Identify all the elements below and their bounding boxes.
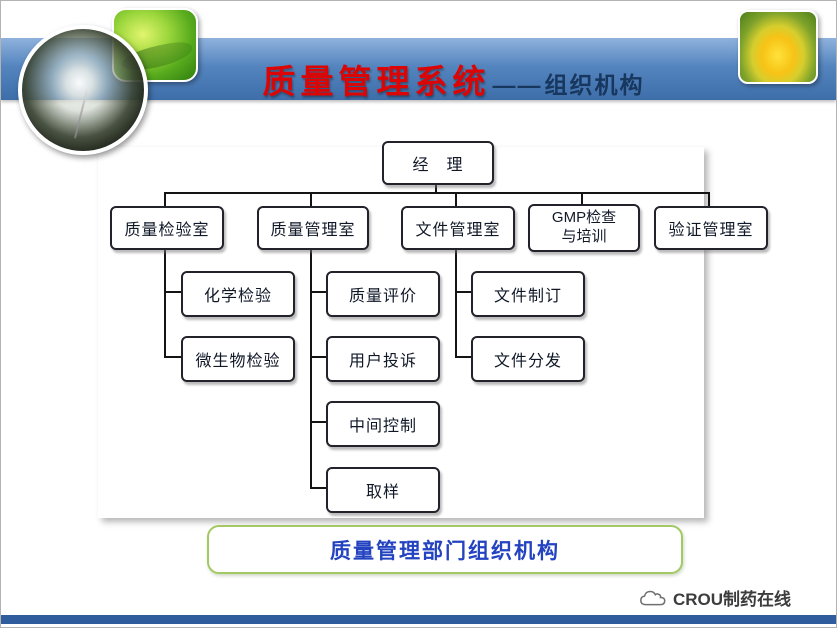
connector-line [164,246,166,358]
connector-line [455,192,457,206]
org-box-microbiology-inspection: 微生物检验 [181,336,295,382]
watermark: CROU制药在线 [638,585,791,610]
title-sub: 组织机构 [544,72,645,98]
connector-line [310,421,326,423]
connector-line [164,291,181,293]
connector-line [164,192,710,194]
org-box-document-distribution: 文件分发 [471,336,585,382]
title-dash: —— [492,72,543,98]
connector-line [164,192,166,206]
org-box-gmp-inspection-training: GMP检查 与培训 [528,204,640,252]
caption-text: 质量管理部门组织机构 [330,539,560,563]
slide-title: 质量管理系统 —— 组织机构 [1,55,836,103]
connector-line [310,291,326,293]
org-box-chemical-inspection: 化学检验 [181,271,295,317]
chart-panel [98,147,704,518]
connector-line [310,192,312,206]
connector-line [435,181,437,193]
connector-line [310,487,326,489]
org-box-quality-inspection-room: 质量检验室 [110,206,224,250]
caption-box: 质量管理部门组织机构 [207,525,683,574]
connector-line [455,291,471,293]
connector-line [455,356,471,358]
org-box-manager: 经 理 [382,141,494,185]
connector-line [310,246,312,489]
org-box-intermediate-control: 中间控制 [326,401,440,447]
dandelion-photo [18,25,148,155]
flower-photo [738,10,818,84]
title-main: 质量管理系统 [262,63,491,100]
watermark-text: CROU制药在线 [673,590,792,609]
connector-line [164,356,181,358]
cloud-icon [638,587,668,609]
connector-line [310,356,326,358]
org-box-validation-management-room: 验证管理室 [654,206,768,250]
org-box-document-management-room: 文件管理室 [401,206,515,250]
org-box-user-complaints: 用户投诉 [326,336,440,382]
connector-line [581,192,583,204]
connector-line [708,192,710,206]
org-box-sampling: 取样 [326,467,440,513]
org-box-quality-evaluation: 质量评价 [326,271,440,317]
org-box-document-drafting: 文件制订 [471,271,585,317]
connector-line [455,246,457,358]
org-box-quality-management-room: 质量管理室 [257,206,369,250]
footer-bar [1,615,836,624]
